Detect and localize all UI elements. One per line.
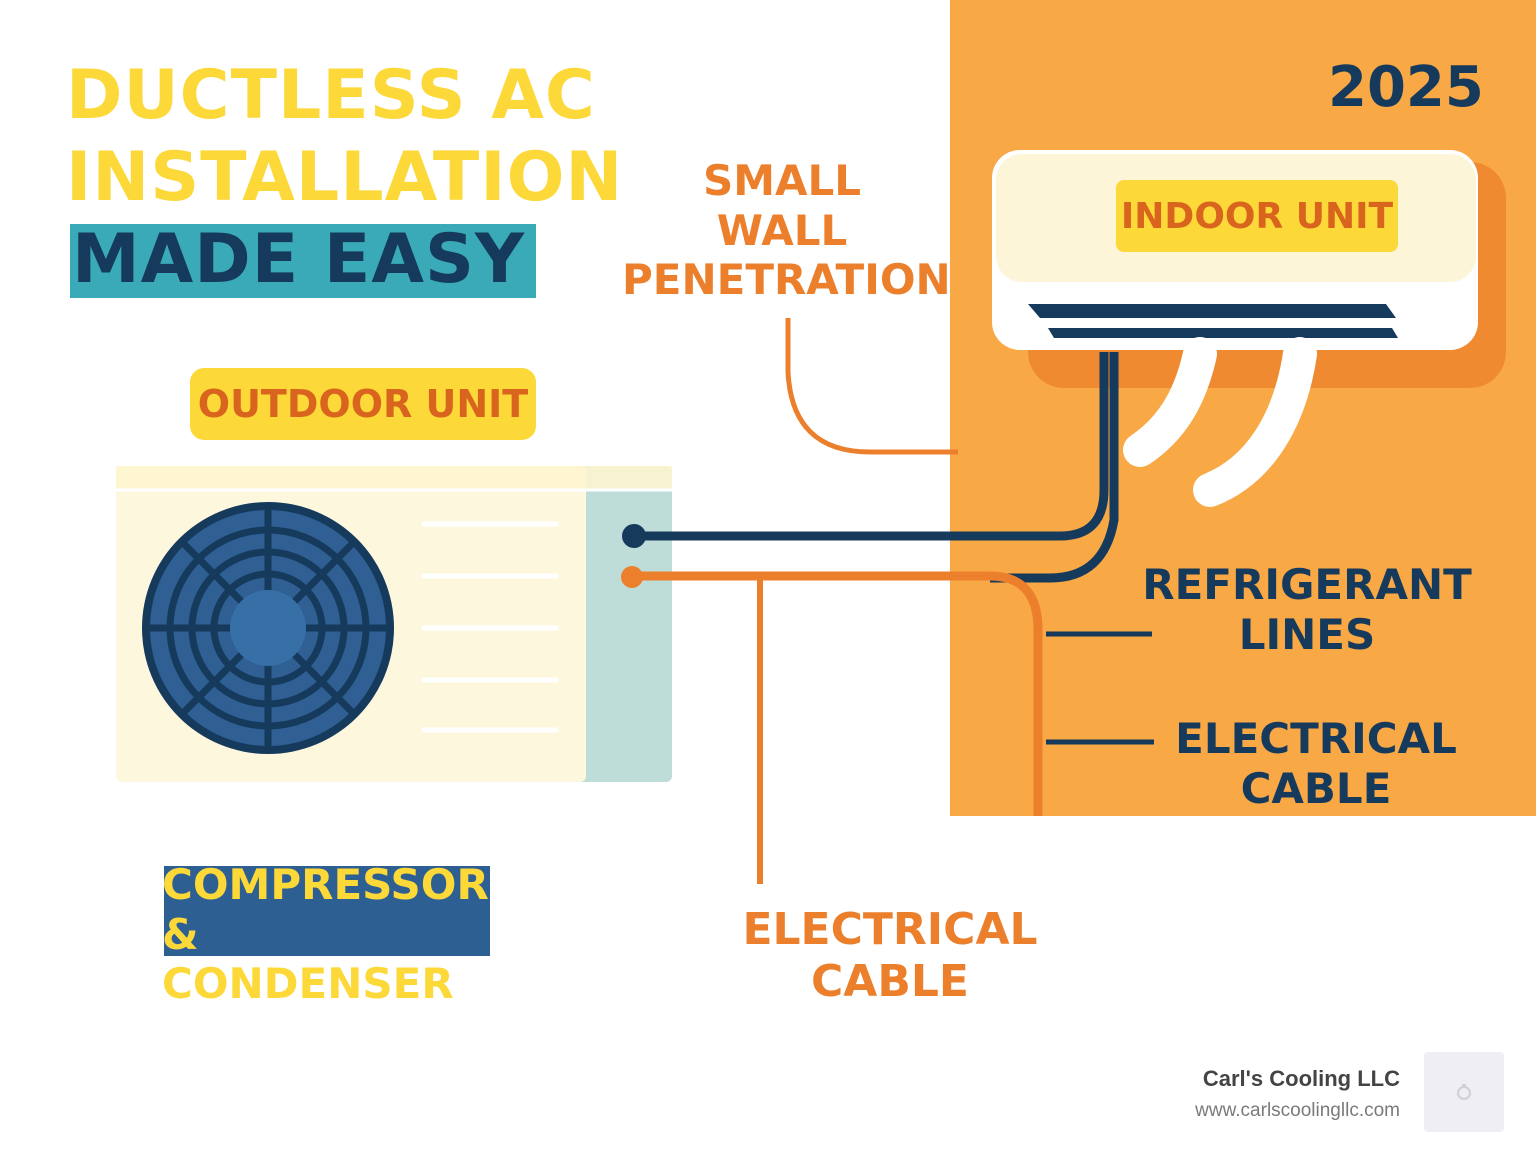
company-logo [1424,1052,1504,1132]
title-line-2: INSTALLATION [66,138,624,217]
refrigerant-lines-line-2: LINES [1238,609,1376,659]
outdoor-unit-top [116,466,672,490]
small-wall-penetration-line-3: PENETRATION [622,255,951,305]
electrical-connector [621,566,643,588]
outdoor-unit-side [570,466,672,782]
refrigerant-connector [622,524,646,548]
electrical-cable-right-line-2: CABLE [1240,763,1392,813]
indoor-wall-panel [950,0,1536,816]
company-name: Carl's Cooling LLC [1202,1066,1400,1091]
title-highlight [70,224,536,298]
title-line-1: DUCTLESS AC [66,56,596,135]
outdoor-unit-label: OUTDOOR UNIT [190,368,536,440]
electrical-cable-right-label: ELECTRICAL CABLE [1164,714,1468,813]
outdoor-unit-vents [421,521,559,733]
fan-icon [142,502,394,754]
compressor-line-1: COMPRESSOR [162,860,489,909]
year-label: 2025 [1328,55,1484,120]
electrical-cable-bottom-line-2: CABLE [811,955,969,1007]
small-wall-penetration-line-2: WALL [716,205,848,255]
electrical-cable-bottom-line-1: ELECTRICAL [742,904,1038,955]
refrigerant-lines-label: REFRIGERANT LINES [1140,560,1474,659]
refrigerant-lines-line-1: REFRIGERANT [1142,560,1472,609]
refrigerant-line-2 [990,352,1119,583]
title-line-3: MADE EASY [72,220,526,299]
compressor-line-2: & CONDENSER [162,909,454,1009]
airflow-curve-1 [1123,337,1217,467]
small-wall-penetration-label: SMALL WALL PENETRATION [622,156,951,305]
company-url[interactable]: www.carlscoolingllc.com [1195,1100,1400,1121]
electrical-cable-bottom-label: ELECTRICAL CABLE [740,904,1040,1008]
logo-icon [1457,1084,1471,1100]
wall-penetration-leader [785,318,958,455]
refrigerant-line [634,352,1109,541]
compressor-condenser-label: COMPRESSOR & CONDENSER [162,860,496,1009]
airflow-curve-2 [1193,337,1317,507]
electrical-cable-line [632,571,1043,816]
compressor-highlight [164,866,490,956]
electrical-cable-right-line-1: ELECTRICAL [1175,714,1457,763]
indoor-unit-vent-1 [1028,304,1396,318]
indoor-unit-label: INDOOR UNIT [1116,180,1398,252]
indoor-unit-vent-2 [1048,328,1398,338]
small-wall-penetration-line-1: SMALL [702,156,862,205]
